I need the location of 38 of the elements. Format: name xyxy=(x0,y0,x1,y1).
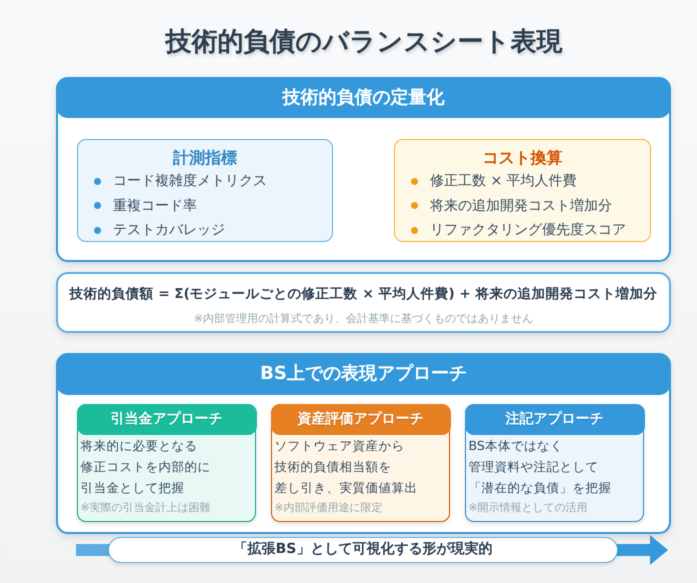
footnote: ※内部管理用の計算式であり、会計基準に基づくものではありません xyxy=(194,311,534,327)
section-panel xyxy=(56,77,671,262)
approach-card xyxy=(271,404,450,522)
arrow-banner xyxy=(76,535,668,565)
list-item-text: 重複コード率 xyxy=(113,196,197,216)
formula-text: 技術的負債額 = Σ(モジュールごとの修正工数 × 平均人件費) + 将来の追加開発コスト増加分 xyxy=(70,285,658,304)
card-header: 注記アプローチ xyxy=(464,404,644,435)
body-text: 将来的に必要となる xyxy=(80,437,198,455)
list-item-text: テストカバレッジ xyxy=(113,221,225,240)
info-card xyxy=(77,139,333,242)
footnote: ※実際の引当金計上は困難 xyxy=(80,500,211,516)
card-header: 資産評価アプローチ xyxy=(270,404,450,435)
list-item-text: 将来の追加開発コスト増加分 xyxy=(430,196,612,216)
list-item-text: 修正工数 × 平均人件費 xyxy=(430,172,577,192)
body-text: BS本体ではなく xyxy=(468,437,563,455)
card-header: 引当金アプローチ xyxy=(76,404,256,435)
list-item-text: リファクタリング優先度スコア xyxy=(430,221,626,240)
info-card xyxy=(394,139,651,242)
section-panel xyxy=(56,353,671,534)
formula-box xyxy=(56,272,671,333)
footnote: ※開示情報としての活用 xyxy=(468,500,588,516)
footnote: ※内部評価用途に限定 xyxy=(274,500,383,516)
body-text: 「潜在的な負債」を把握 xyxy=(468,479,612,497)
section-header: BS上での表現アプローチ xyxy=(56,353,671,395)
card-title: 計測指標 xyxy=(173,147,237,169)
body-text: 技術的負債相当額を xyxy=(274,458,392,476)
approach-card xyxy=(465,404,644,522)
body-text: 引当金として把握 xyxy=(80,479,184,497)
body-text: 管理資料や注記として xyxy=(468,458,598,476)
list-item-text: コード複雑度メトリクス xyxy=(113,172,267,192)
body-text: 差し引き、実質価値算出 xyxy=(274,479,418,497)
card-title: コスト換算 xyxy=(482,147,562,169)
page-title: 技術的負債のバランスシート表現 xyxy=(166,26,562,59)
approach-card xyxy=(77,404,256,522)
body-text: ソフトウェア資産から xyxy=(274,437,404,455)
conclusion-pill: 「拡張BS」として可視化する形が現実的 xyxy=(108,537,618,563)
section-header: 技術的負債の定量化 xyxy=(56,77,671,118)
body-text: 修正コストを内部的に xyxy=(80,458,210,476)
